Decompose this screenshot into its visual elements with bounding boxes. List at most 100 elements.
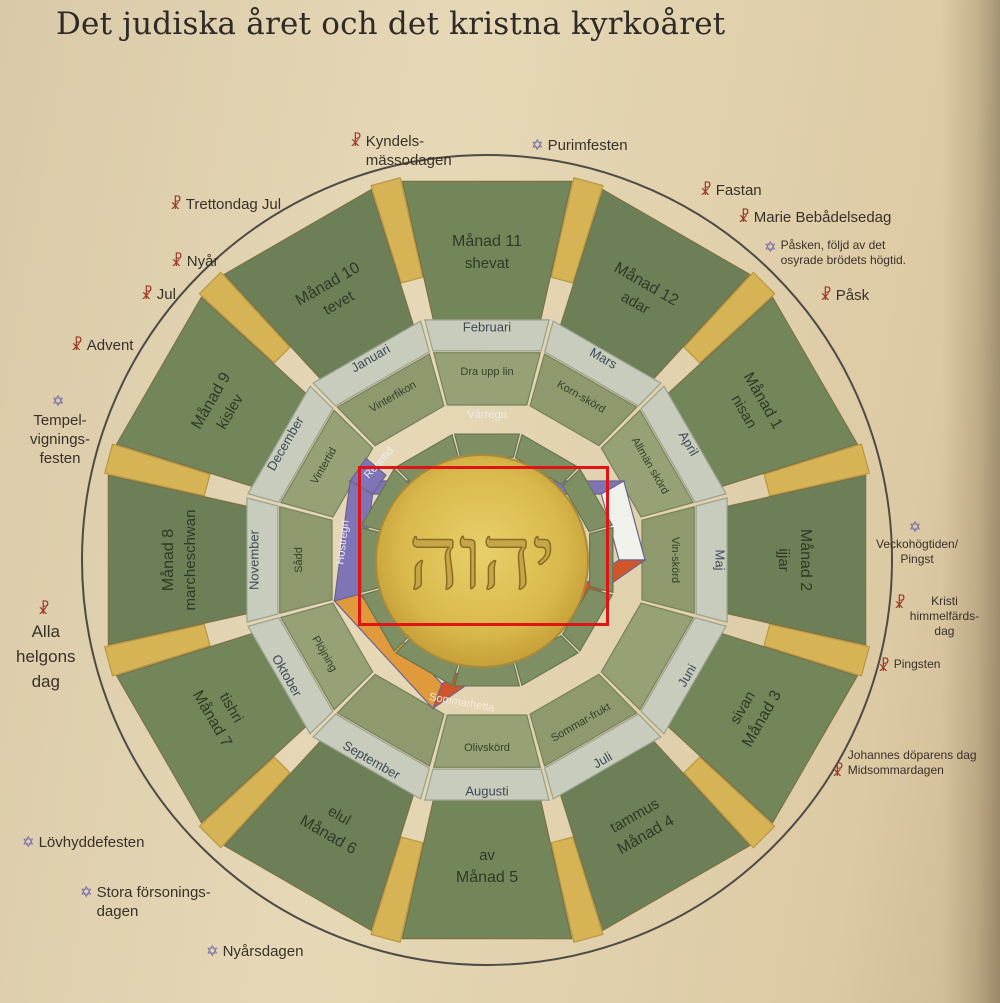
spoke	[763, 623, 870, 677]
gregorian-month-label: Maj	[713, 550, 728, 571]
spoke	[370, 177, 424, 284]
agriculture-label: Dra upp lin	[460, 366, 513, 378]
spoke	[550, 836, 604, 943]
agriculture-label: Vin-skörd	[669, 537, 681, 583]
jewish-month-name: av	[479, 847, 495, 864]
gregorian-month-label: Februari	[463, 319, 512, 334]
chi-rho-icon: ☧	[170, 196, 182, 213]
chi-rho-icon: ☧	[738, 209, 750, 226]
outer-ring-line	[81, 154, 893, 966]
gregorian-month-segment	[640, 385, 727, 503]
agriculture-segment	[600, 602, 695, 711]
star-of-david-icon: ✡	[22, 834, 35, 851]
center-disc	[375, 454, 589, 668]
chi-rho-icon: ☧	[71, 337, 83, 354]
page-edge-shadow	[942, 0, 1000, 1003]
spoke	[763, 443, 870, 497]
jewish-month-name: marcheschwan	[182, 510, 199, 611]
agriculture-segment	[336, 352, 445, 447]
gregorian-month-label: Augusti	[465, 783, 508, 798]
label-fastan: ☧ Fastan	[700, 182, 762, 199]
chi-rho-icon: ☧	[350, 133, 362, 150]
chi-rho-icon: ☧	[141, 286, 153, 303]
label-tempelvigningsfesten: ✡ Tempel- vignings- festen	[30, 393, 91, 467]
label-purimfesten: ✡ Purimfesten	[531, 137, 628, 154]
label-jul: ☧ Jul	[141, 286, 176, 303]
spoke	[198, 271, 291, 364]
spoke	[198, 756, 291, 849]
label-kristi-himmelfardsdag: ☧ Kristi himmelfärds- dag	[894, 594, 980, 638]
chi-rho-icon: ☧	[37, 601, 50, 618]
gregorian-month-segment	[640, 617, 727, 735]
agriculture-segment	[279, 506, 333, 614]
gregorian-month-segment	[246, 497, 279, 623]
inner-ring-segment	[561, 468, 614, 533]
agriculture-label: Olivskörd	[464, 742, 510, 754]
chi-rho-icon: ☧	[832, 763, 844, 780]
agriculture-segment	[529, 673, 638, 768]
jewish-month-name: shevat	[465, 255, 510, 272]
label-pask: ☧ Påsk	[820, 287, 870, 304]
season-label: Höstregn	[334, 519, 351, 565]
jewish-month-number: Månad 8	[159, 529, 177, 591]
star-of-david-icon: ✡	[764, 239, 777, 256]
agriculture-segment	[279, 602, 374, 711]
label-stora-forsoningsdagen: ✡ Stora försonings- dagen	[80, 884, 211, 920]
label-nyarsdagen: ✡ Nyårsdagen	[206, 943, 304, 960]
agriculture-segment	[641, 506, 695, 614]
jewish-month-number: Månad 2	[797, 529, 815, 591]
spokes	[104, 177, 870, 943]
jewish-month-name: ijjar	[775, 548, 792, 571]
inner-ring-segment	[561, 587, 614, 652]
gregorian-month-segment	[424, 768, 550, 801]
agriculture-segment	[433, 352, 541, 406]
star-of-david-icon: ✡	[51, 393, 65, 410]
agriculture-segment	[279, 409, 374, 518]
label-lovhyddefesten: ✡ Lövhyddefesten	[22, 834, 145, 851]
inner-ring-segment	[453, 433, 521, 458]
star-of-david-icon: ✡	[531, 137, 544, 154]
gregorian-month-segment	[247, 617, 334, 735]
label-kyndelsmassodagen: ☧ Kyndels- mässodagen	[350, 133, 452, 169]
agriculture-segment	[600, 409, 695, 518]
label-johannes-midsommar: ☧ Johannes döparens dag Midsommardagen	[832, 748, 977, 780]
label-marie-bebadelsedag: ☧ Marie Bebådelsedag	[738, 209, 892, 226]
agriculture-segment	[433, 714, 541, 768]
gregorian-month-segment	[424, 319, 550, 352]
spoke	[104, 443, 211, 497]
season-label: Vårregn	[467, 409, 506, 421]
label-veckohogtiden: ✡ Veckohögtiden/ Pingst	[876, 519, 959, 566]
inner-ring-segment	[514, 433, 579, 486]
spoke	[683, 756, 776, 849]
label-nyar: ☧ Nyår	[171, 253, 219, 270]
chi-rho-icon: ☧	[894, 595, 906, 612]
gregorian-month-segment	[312, 320, 430, 407]
chi-rho-icon: ☧	[700, 182, 712, 199]
label-advent: ☧ Advent	[71, 337, 134, 354]
gregorian-month-segment	[312, 713, 430, 800]
gregorian-month-segment	[544, 713, 662, 800]
page-title: Det judiska året och det kristna kyrkoår…	[56, 6, 726, 42]
agriculture-label: Sådd	[293, 547, 305, 573]
highlight-box	[358, 466, 609, 626]
spoke	[104, 623, 211, 677]
center-divine-name: יהוה	[409, 506, 556, 609]
gregorian-month-segment	[544, 320, 662, 407]
jewish-month-number: Månad 5	[456, 868, 518, 886]
chi-rho-icon: ☧	[820, 287, 832, 304]
spoke	[683, 271, 776, 364]
gregorian-month-segment	[247, 385, 334, 503]
label-pasken: ✡ Påsken, följd av det osyrade brödets h…	[764, 238, 906, 267]
star-of-david-icon: ✡	[80, 884, 93, 901]
label-pingsten: ☧ Pingsten	[878, 657, 941, 675]
star-of-david-icon: ✡	[908, 519, 922, 536]
agriculture-segment	[336, 673, 445, 768]
chi-rho-icon: ☧	[171, 253, 183, 270]
agriculture-segment	[529, 352, 638, 447]
gregorian-month-segment	[695, 497, 728, 623]
spoke	[550, 177, 604, 284]
star-of-david-icon: ✡	[206, 943, 219, 960]
label-alla-helgons-dag: ☧ Alla helgons dag	[16, 601, 76, 691]
label-trettondag-jul: ☧ Trettondag Jul	[170, 196, 282, 213]
